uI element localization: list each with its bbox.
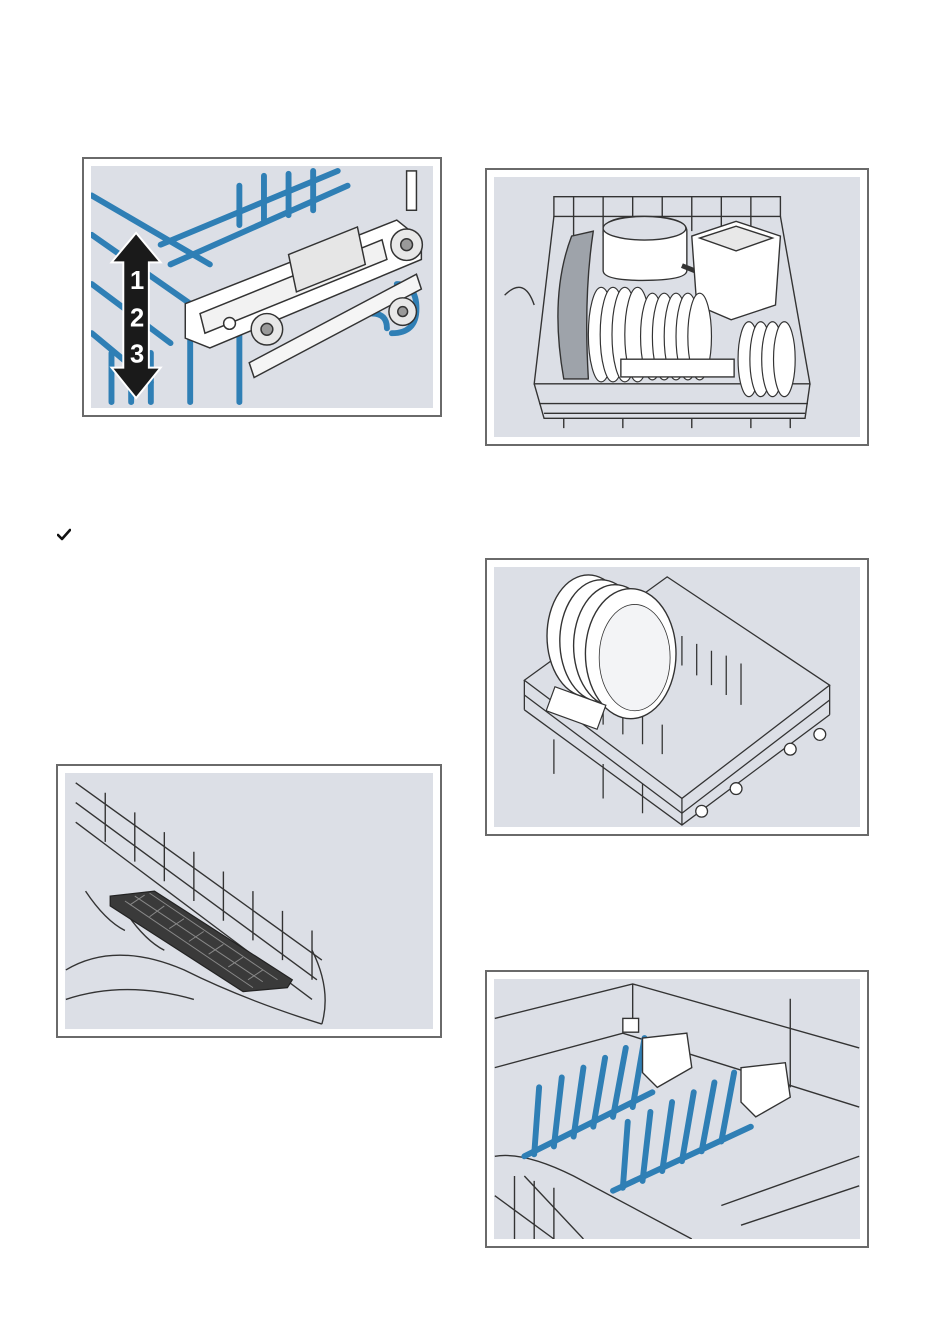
lower-basket-illustration — [494, 567, 860, 827]
illustration-area — [494, 177, 860, 437]
cup-shelf — [621, 359, 734, 377]
tine-hinges — [623, 1018, 790, 1116]
height-level-3: 3 — [130, 341, 144, 369]
rack-height-illustration: 1 2 3 — [91, 166, 433, 408]
blue-tines — [524, 1038, 751, 1191]
check-icon — [57, 528, 71, 542]
figure-plate-rack-tines — [485, 970, 869, 1248]
figure-rack-height-adjuster: 1 2 3 — [82, 157, 442, 417]
figure-lower-basket-plates — [485, 558, 869, 836]
fold-down-grid-illustration — [65, 773, 433, 1029]
illustration-area — [65, 773, 433, 1029]
figure-fold-down-grid — [56, 764, 442, 1038]
upper-basket-illustration — [494, 177, 860, 437]
pot — [603, 216, 706, 280]
figure-loaded-upper-basket — [485, 168, 869, 446]
height-level-1: 1 — [130, 267, 144, 295]
rail-slider — [185, 171, 421, 378]
illustration-area — [494, 979, 860, 1239]
height-level-2: 2 — [130, 304, 144, 332]
illustration-area — [494, 567, 860, 827]
large-plate — [558, 231, 593, 379]
rack-wires — [495, 984, 859, 1239]
illustration-area: 1 2 3 — [91, 166, 433, 408]
plate-rack-illustration — [494, 979, 860, 1239]
